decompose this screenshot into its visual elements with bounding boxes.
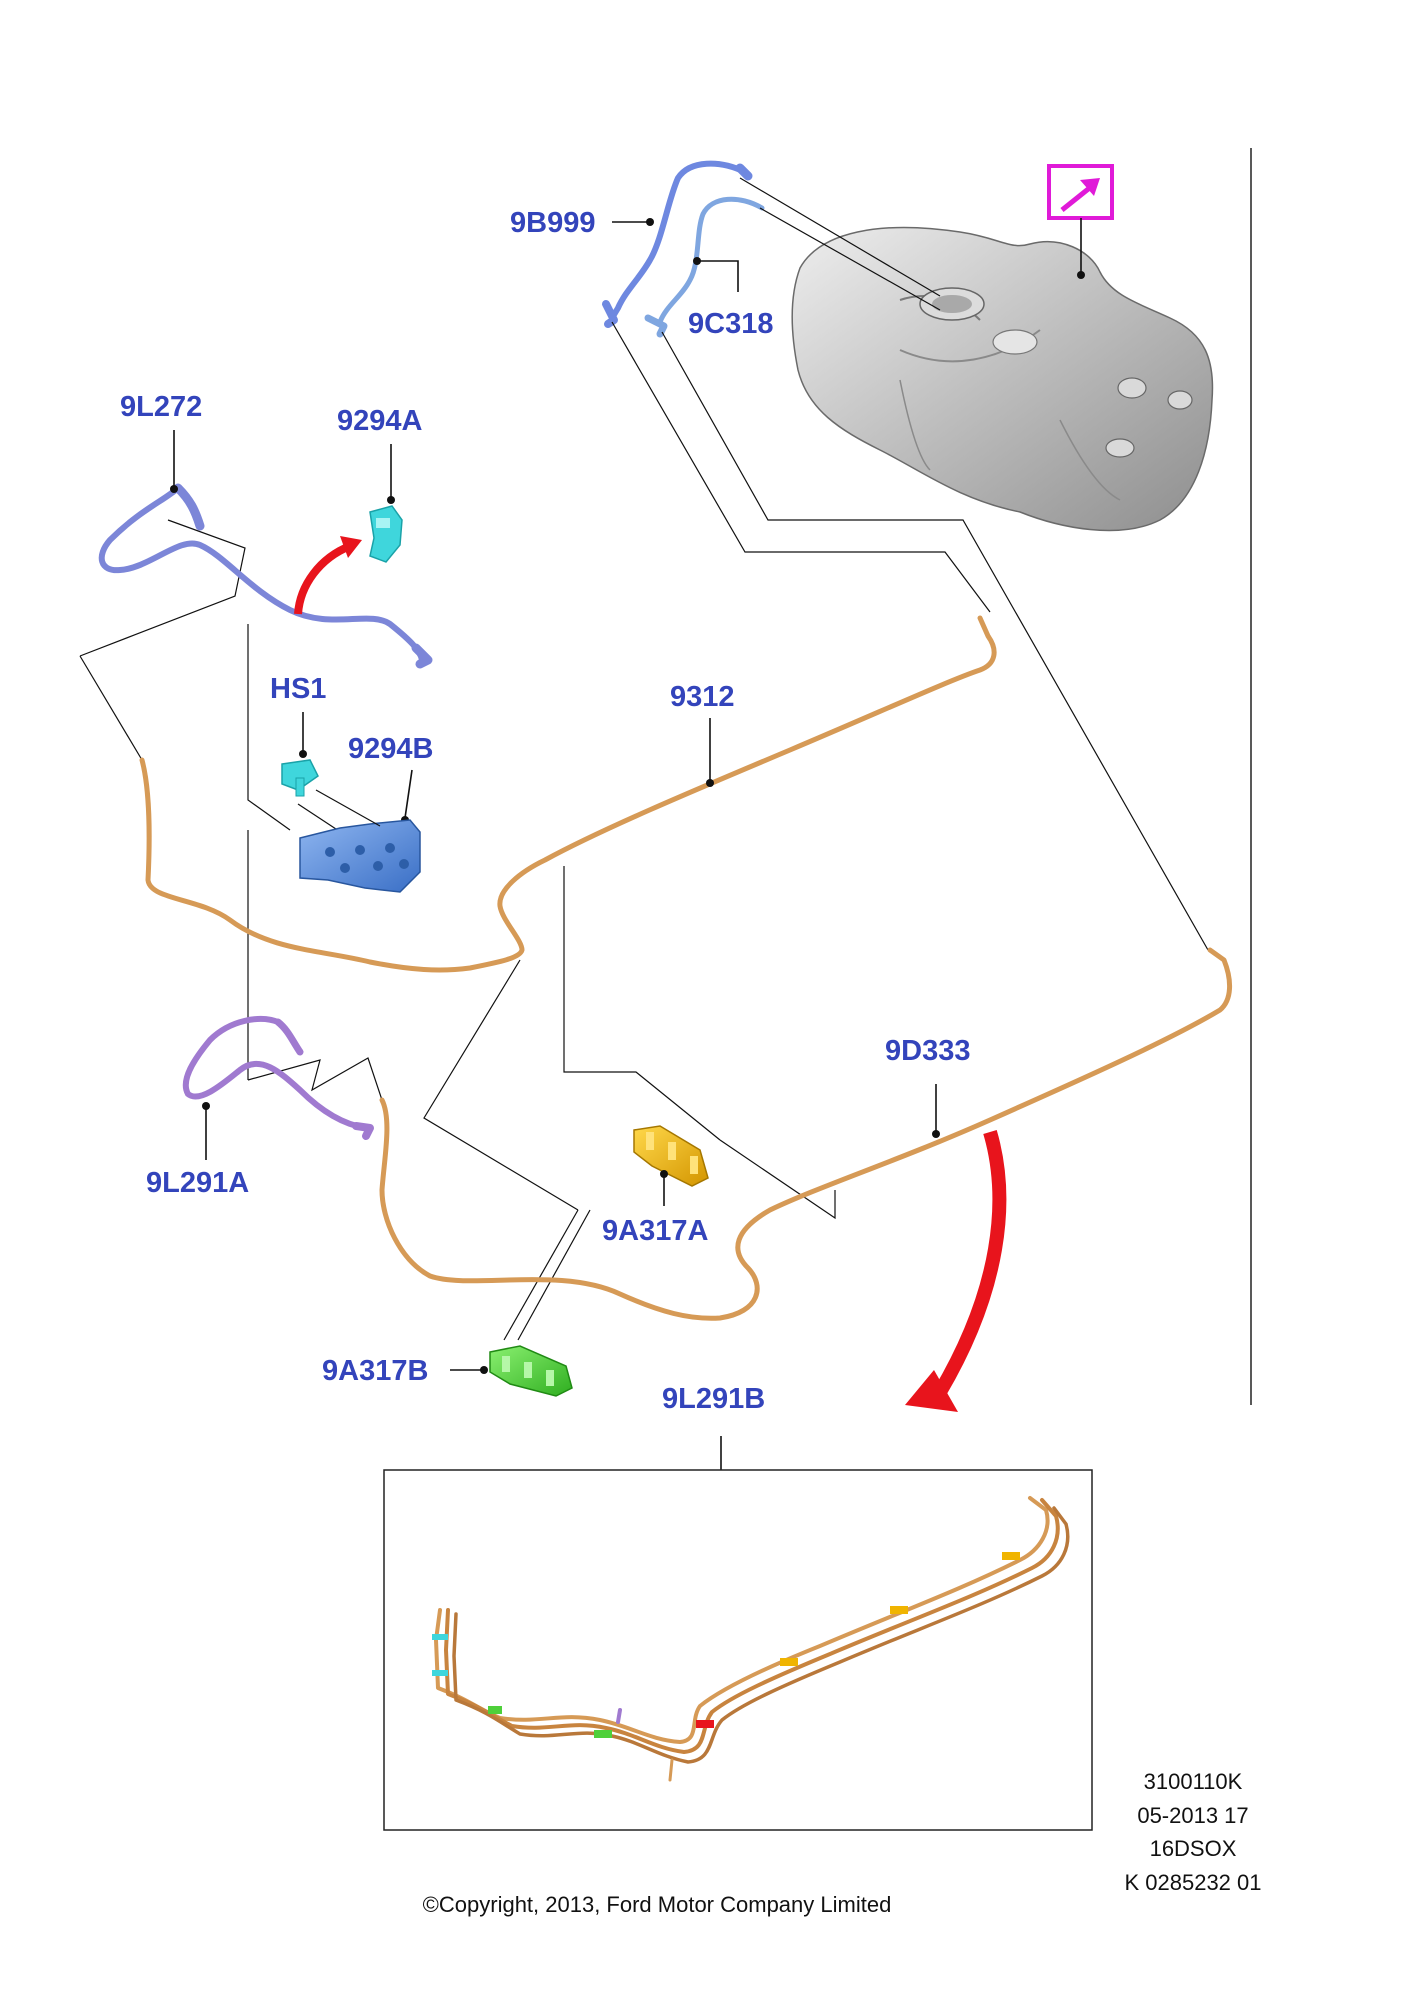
part-9A317B-leader [450, 1366, 488, 1374]
part-9312-leader [706, 718, 714, 787]
part-9L291B-bundle [432, 1496, 1070, 1782]
part-9C318-pipe [644, 196, 765, 338]
part-9L291A-leader [202, 1102, 210, 1160]
part-9L272-label[interactable]: 9L272 [120, 391, 202, 423]
part-HS1-leader [299, 712, 307, 758]
part-9B999-leader [612, 218, 654, 226]
part-9L272-leader [170, 430, 178, 493]
part-9L272-hose [98, 483, 433, 669]
part-9B999-label[interactable]: 9B999 [510, 207, 595, 239]
part-9A317B-clip [489, 1345, 573, 1397]
part-9312-line [139, 615, 997, 973]
part-9L291B-label[interactable]: 9L291B [662, 1383, 765, 1415]
part-HS1-label[interactable]: HS1 [270, 673, 326, 705]
tank-leader [1077, 218, 1085, 279]
part-HS1-screw [281, 759, 319, 797]
callout-lines [79, 177, 1209, 1341]
doc-meta-line3: 16DSOX [1150, 1836, 1237, 1861]
doc-meta-line2: 05-2013 17 [1137, 1803, 1248, 1828]
part-9294A-clip [369, 505, 403, 563]
part-9A317B-label[interactable]: 9A317B [322, 1355, 428, 1387]
part-9D333-line [379, 947, 1232, 1321]
part-9294A-label[interactable]: 9294A [337, 405, 423, 437]
part-9A317A-clip [633, 1125, 709, 1187]
part-9D333-leader [932, 1084, 940, 1138]
part-9C318-label[interactable]: 9C318 [688, 308, 773, 340]
red-arrow-large-icon [905, 1130, 1007, 1412]
external-link-arrow-icon[interactable] [1047, 164, 1114, 220]
part-9A317A-label[interactable]: 9A317A [602, 1215, 708, 1247]
part-9294B-leader [401, 769, 413, 824]
part-9D333-label[interactable]: 9D333 [885, 1035, 970, 1067]
part-9A317A-leader [660, 1170, 668, 1206]
part-9B999-pipe [602, 160, 753, 328]
hs1-to-bracket-line [315, 789, 381, 827]
part-9L291A-label[interactable]: 9L291A [146, 1167, 249, 1199]
part-9294A-leader [387, 444, 395, 504]
fuel-tank-icon [791, 226, 1214, 532]
inset-frame [383, 1469, 1093, 1831]
copyright-notice: ©Copyright, 2013, Ford Motor Company Lim… [423, 1892, 892, 1917]
part-9312-label[interactable]: 9312 [670, 681, 735, 713]
part-9294B-label[interactable]: 9294B [348, 733, 433, 765]
doc-meta-line1: 3100110K [1144, 1769, 1243, 1794]
red-arrow-small-icon [294, 536, 362, 615]
part-9294B-bracket [299, 819, 421, 893]
part-9C318-leader [693, 257, 739, 292]
doc-meta-line4: K 0285232 01 [1124, 1870, 1261, 1895]
part-9L291A-hose [182, 1016, 374, 1140]
